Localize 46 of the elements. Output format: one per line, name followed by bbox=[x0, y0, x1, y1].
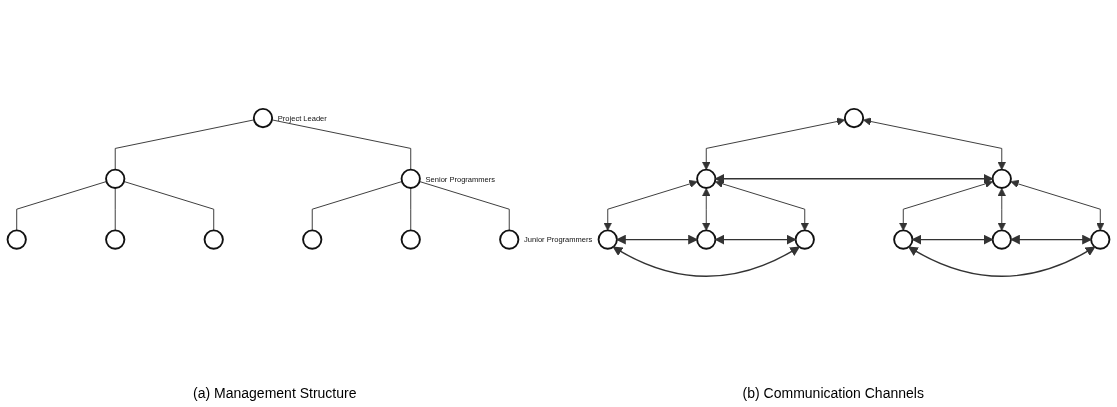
double-arrow bbox=[615, 234, 699, 245]
person-circle bbox=[302, 229, 323, 250]
person-circle bbox=[499, 229, 520, 250]
double-arrow bbox=[899, 179, 994, 231]
person-circle bbox=[105, 168, 126, 189]
double-arrow bbox=[702, 117, 846, 170]
person-circle bbox=[843, 107, 865, 129]
double-arrow bbox=[603, 179, 698, 231]
caption-text: (b) Communication Channels bbox=[742, 385, 924, 401]
person-circle bbox=[203, 229, 224, 250]
connector-line bbox=[419, 181, 510, 231]
person-circle bbox=[105, 229, 126, 250]
person-circle bbox=[6, 229, 27, 250]
connector-line bbox=[410, 187, 412, 231]
person-circle bbox=[991, 168, 1012, 189]
double-arrow bbox=[714, 173, 994, 184]
double-arrow bbox=[714, 234, 797, 245]
person-circle bbox=[400, 168, 421, 189]
connector-line bbox=[123, 181, 215, 231]
double-arrow bbox=[702, 188, 711, 231]
connector-line bbox=[114, 119, 255, 171]
double-arrow bbox=[911, 234, 994, 245]
double-arrow bbox=[907, 246, 1096, 277]
person-circle bbox=[696, 168, 717, 189]
role-label: Senior Programmers bbox=[425, 174, 496, 184]
double-arrow bbox=[1009, 234, 1093, 245]
caption-text: (a) Management Structure bbox=[193, 385, 357, 401]
person-circle bbox=[400, 229, 421, 250]
double-arrow bbox=[863, 117, 1006, 170]
role-label: Junior Programmers bbox=[524, 235, 593, 245]
person-circle bbox=[597, 229, 618, 250]
double-arrow bbox=[1010, 179, 1105, 231]
person-circle bbox=[991, 229, 1012, 250]
person-circle bbox=[794, 229, 815, 250]
connector-line bbox=[114, 187, 116, 231]
person-circle bbox=[252, 107, 274, 129]
person-circle bbox=[696, 229, 717, 250]
person-circle bbox=[1090, 229, 1111, 250]
connector-line bbox=[16, 181, 107, 231]
double-arrow bbox=[997, 188, 1006, 231]
double-arrow bbox=[612, 246, 801, 277]
double-arrow bbox=[715, 179, 809, 231]
person-circle bbox=[893, 229, 914, 250]
role-label: Project Leader bbox=[277, 113, 327, 123]
connector-line bbox=[311, 181, 403, 231]
connector-line bbox=[271, 119, 412, 171]
